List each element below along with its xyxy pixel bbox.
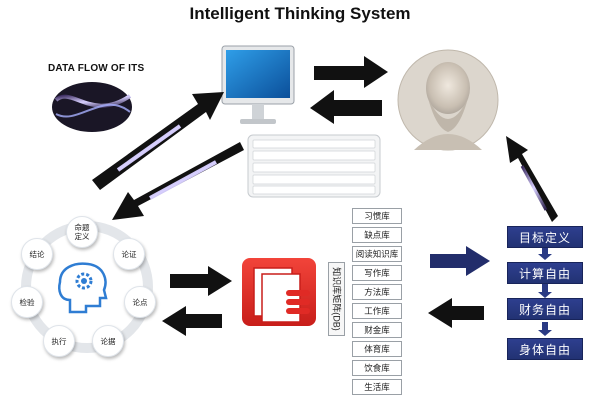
library-item[interactable]: 方法库 — [352, 284, 402, 300]
library-item[interactable]: 生活库 — [352, 379, 402, 395]
data-flow-label: DATA FLOW OF ITS — [48, 63, 145, 74]
database-label-box: 知识库矩阵(DB) — [328, 262, 345, 336]
philosopher-bust-icon — [397, 49, 499, 151]
flow-arrow-monitor-to-bust — [314, 56, 388, 88]
library-item[interactable]: 缺点库 — [352, 227, 402, 243]
computer-monitor-icon — [221, 45, 295, 124]
library-item[interactable]: 阅读知识库 — [352, 246, 402, 262]
goal-compute-freedom-box[interactable]: 计算自由 — [507, 262, 583, 284]
database-label: 知识库矩阵(DB) — [331, 267, 341, 331]
cycle-node-conclusion[interactable]: 结论 — [21, 238, 53, 270]
flow-arrow-cycle-to-db — [170, 266, 232, 296]
library-item[interactable]: 工作库 — [352, 303, 402, 319]
page-title: Intelligent Thinking System — [189, 4, 411, 23]
library-item[interactable]: 财金库 — [352, 322, 402, 338]
cycle-node-evidence[interactable]: 论据 — [92, 325, 124, 357]
flow-arrow-to-monitor — [92, 92, 224, 190]
goal-financial-freedom-box[interactable]: 财务自由 — [507, 298, 583, 320]
flow-arrow-db-to-cycle — [162, 306, 222, 336]
database-icon — [242, 258, 316, 326]
goal-body-freedom-box[interactable]: 身体自由 — [507, 338, 583, 360]
library-item[interactable]: 习惯库 — [352, 208, 402, 224]
flow-arrow-goals-to-bust — [506, 136, 558, 222]
cycle-node-proposition[interactable]: 命题 定义 — [66, 216, 98, 248]
cycle-node-argumentation[interactable]: 论证 — [113, 238, 145, 270]
goal-connectors — [538, 246, 552, 336]
library-item[interactable]: 饮食库 — [352, 360, 402, 376]
flow-arrow-bust-to-monitor — [310, 90, 382, 124]
cycle-node-thesis[interactable]: 论点 — [124, 286, 156, 318]
cycle-node-verification[interactable]: 检验 — [11, 286, 43, 318]
goal-definition-box[interactable]: 目标定义 — [507, 226, 583, 248]
data-flow-oval — [52, 82, 132, 132]
flow-arrow-to-cycle — [112, 142, 244, 220]
library-item[interactable]: 体育库 — [352, 341, 402, 357]
library-item[interactable]: 写作库 — [352, 265, 402, 281]
keyboard-icon — [247, 134, 381, 198]
cycle-node-execution[interactable]: 执行 — [43, 325, 75, 357]
brain-gear-icon — [58, 262, 108, 314]
flow-arrow-goals-to-library — [428, 298, 484, 328]
flow-arrow-library-to-goals — [430, 246, 490, 276]
